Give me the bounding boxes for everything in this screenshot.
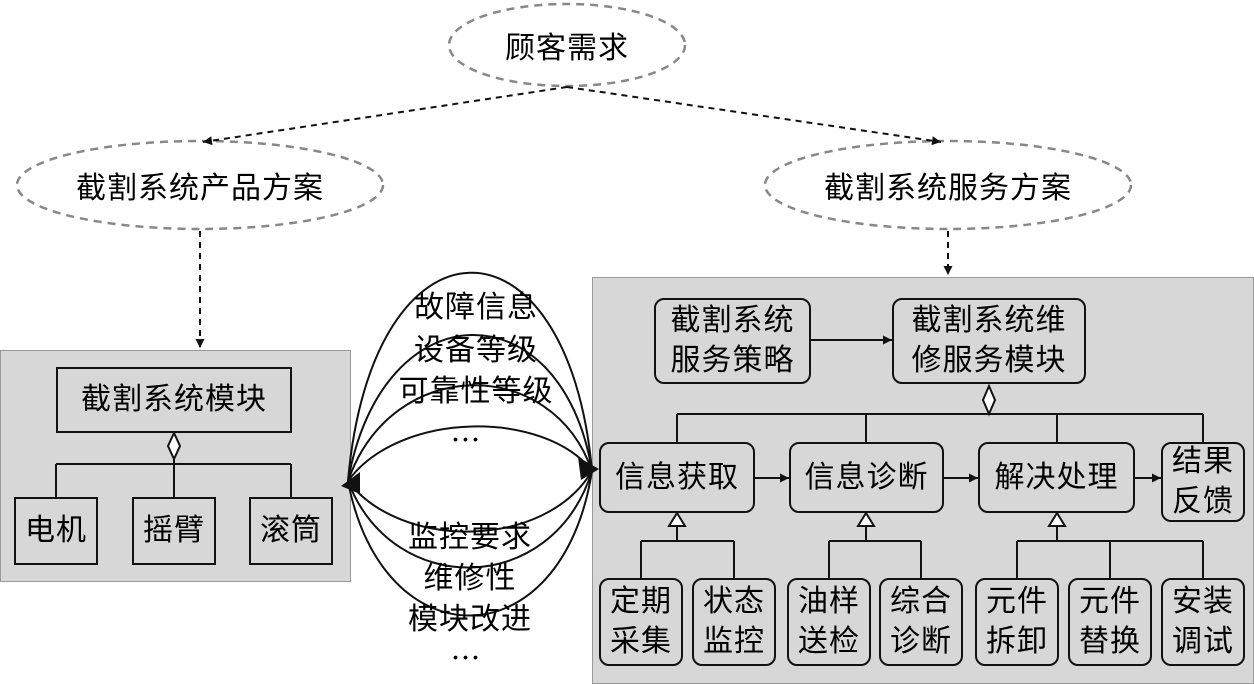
- part-drum-box: 滚筒: [249, 497, 333, 565]
- exchange-lower-label-1: 监控要求: [408, 520, 532, 555]
- service-strategy-box: 截割系统 服务策略: [654, 298, 811, 384]
- stage-info-diagnosis-box: 信息诊断: [789, 442, 944, 513]
- stage-result-feedback-box: 结果 反馈: [1161, 442, 1245, 522]
- exchange-upper-ellipsis: …: [450, 414, 482, 449]
- exchange-upper-label-1: 故障信息: [414, 290, 538, 325]
- exchange-upper-label-3: 可靠性等级: [398, 374, 554, 409]
- child-component-replacement-box: 元件 替换: [1068, 578, 1152, 666]
- service-scheme-ellipse: [763, 139, 1133, 231]
- child-comprehensive-diagnosis-box: 综合 诊断: [879, 578, 963, 666]
- exchange-upper-label-2: 设备等级: [414, 333, 538, 368]
- child-status-monitoring-box: 状态 监控: [692, 578, 776, 666]
- child-periodic-collection-box: 定期 采集: [599, 578, 683, 666]
- exchange-lower-ellipsis: …: [450, 632, 482, 667]
- maintenance-service-module-box: 截割系统维 修服务模块: [892, 298, 1086, 384]
- product-scheme-ellipse: [15, 139, 385, 231]
- part-rocker-arm-box: 摇臂: [132, 497, 216, 565]
- service-scheme-label: 截割系统服务方案: [824, 171, 1072, 206]
- stage-resolution-box: 解决处理: [978, 442, 1135, 513]
- cutting-system-module-box: 截割系统模块: [56, 367, 292, 433]
- child-component-disassembly-box: 元件 拆卸: [975, 578, 1059, 666]
- exchange-lower-label-3: 模块改进: [408, 602, 532, 637]
- exchange-lower-label-2: 维修性: [423, 561, 517, 596]
- customer-demand-ellipse: [447, 2, 687, 88]
- child-oil-sample-box: 油样 送检: [787, 578, 871, 666]
- child-installation-debugging-box: 安装 调试: [1161, 578, 1245, 666]
- product-scheme-label: 截割系统产品方案: [76, 171, 324, 206]
- part-motor-box: 电机: [14, 497, 98, 565]
- stage-info-acquisition-box: 信息获取: [599, 442, 755, 513]
- customer-demand-label: 顾客需求: [505, 31, 629, 66]
